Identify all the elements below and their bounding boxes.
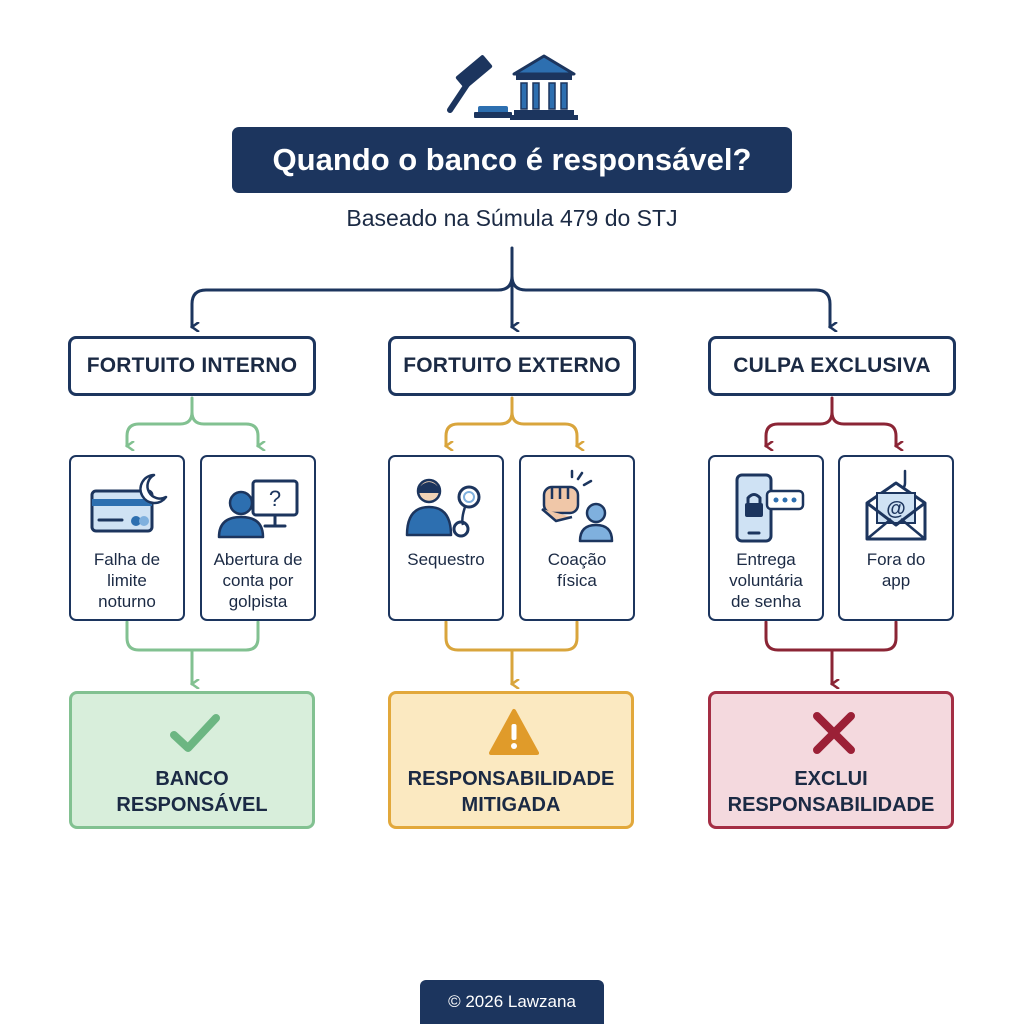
example-label: Sequestro	[407, 550, 485, 569]
example-label: Fora do app	[866, 550, 926, 590]
x-mark-icon	[813, 712, 855, 754]
copyright-footer: © 2026 Lawzana	[420, 980, 604, 1024]
kidnapper-handcuffs-icon	[405, 478, 481, 538]
example-label: Coação física	[547, 550, 607, 590]
connector-segment	[125, 620, 260, 652]
example-label: Entrega voluntária de senha	[729, 550, 803, 611]
example-label: Falha de limite noturno	[93, 550, 161, 611]
connector-segment	[127, 410, 194, 446]
example-sequestro: Sequestro	[388, 455, 504, 621]
fist-coercion-icon	[541, 469, 614, 543]
connector-segment	[510, 410, 577, 446]
result-label: BANCO RESPONSÁVEL	[116, 768, 268, 816]
category-connector-2	[444, 396, 579, 684]
courthouse-icon	[510, 54, 578, 120]
example-entrega-senha: Entrega voluntária de senha	[708, 455, 824, 621]
result-responsabilidade-mitigada: RESPONSABILIDADE MITIGADA	[388, 691, 634, 829]
result-exclui-responsabilidade: EXCLUI RESPONSABILIDADE	[708, 691, 954, 829]
example-abertura-conta-golpista: ? Abertura de conta por golpista	[200, 455, 316, 621]
page-subtitle: Baseado na Súmula 479 do STJ	[346, 205, 678, 231]
warning-icon	[489, 709, 539, 755]
category-culpa-exclusiva: CULPA EXCLUSIVA	[708, 336, 956, 396]
example-fora-do-app: @ Fora do app	[838, 455, 954, 621]
result-banco-responsavel: BANCO RESPONSÁVEL	[69, 691, 315, 829]
credit-card-moon-icon	[90, 473, 168, 533]
connector-segment	[446, 410, 514, 446]
svg-text:@: @	[886, 498, 906, 520]
trunk-connector	[192, 246, 830, 327]
phishing-email-icon: @	[865, 469, 927, 541]
svg-text:?: ?	[269, 486, 281, 511]
connector-segment	[830, 410, 896, 446]
category-fortuito-interno: FORTUITO INTERNO	[68, 336, 316, 396]
checkmark-icon	[170, 714, 220, 752]
connector-segment	[766, 410, 834, 446]
connector-segment	[190, 410, 258, 446]
category-fortuito-externo: FORTUITO EXTERNO	[388, 336, 636, 396]
result-label: EXCLUI RESPONSABILIDADE	[727, 768, 935, 816]
scammer-computer-icon: ?	[217, 479, 299, 539]
result-label: RESPONSABILIDADE MITIGADA	[407, 768, 615, 816]
connector-segment	[444, 620, 579, 652]
category-connector-1	[125, 396, 260, 684]
header-icons	[447, 54, 578, 120]
category-connector-3	[764, 396, 898, 684]
example-falha-limite-noturno: Falha de limite noturno	[69, 455, 185, 621]
gavel-icon	[447, 55, 512, 118]
page-title: Quando o banco é responsável?	[232, 127, 792, 193]
connector-segment	[764, 620, 898, 652]
example-label: Abertura de conta por golpista	[213, 550, 303, 611]
example-coacao-fisica: Coação física	[519, 455, 635, 621]
phone-lock-password-icon	[735, 473, 805, 543]
